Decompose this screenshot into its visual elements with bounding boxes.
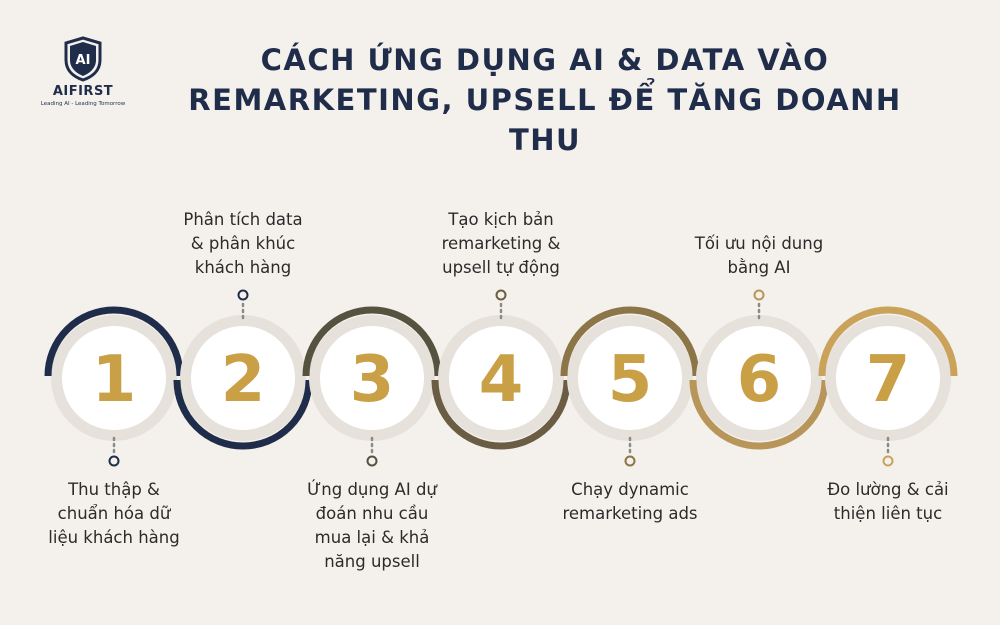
step-7-marker [882, 455, 894, 467]
page-title: CÁCH ỨNG DỤNG AI & DATA VÀO REMARKETING,… [160, 40, 930, 160]
step-7-disc [836, 326, 940, 430]
step-5-label-line: remarketing ads [562, 504, 698, 523]
step-6-label: Tối ưu nội dung bằng AI [674, 232, 844, 280]
step-1-disc [62, 326, 166, 430]
step-3-arc [302, 306, 442, 377]
step-2-label-line: & phân khúc [190, 234, 296, 253]
step-4-arc [431, 379, 571, 450]
step-3-label: Ứng dụng AI dự đoán nhu cầu mua lại & khả n… [287, 478, 457, 574]
step-7-number: 7 [866, 343, 911, 417]
brand-logo: AI AIFIRST Leading AI - Leading Tomorrow [38, 36, 128, 107]
brand-tagline: Leading AI - Leading Tomorrow [40, 101, 126, 107]
step-2-marker [237, 289, 249, 301]
step-5-number: 5 [608, 343, 653, 417]
step-2-disc [191, 326, 295, 430]
step-4-label-line: upsell tự động [442, 258, 560, 277]
step-6-disc [707, 326, 811, 430]
step-3-disc [320, 326, 424, 430]
title-line-2: REMARKETING, UPSELL ĐỂ TĂNG DOANH THU [188, 83, 902, 157]
step-1-marker [108, 455, 120, 467]
step-3-label-line: mua lại & khả [314, 528, 430, 547]
step-3-number: 3 [350, 343, 395, 417]
step-1-label-line: liệu khách hàng [48, 528, 180, 547]
brand-name: AIFIRST [52, 84, 114, 99]
step-6-label-line: Tối ưu nội dung [694, 234, 824, 253]
step-3-label-line: năng upsell [324, 552, 420, 571]
step-7-label: Đo lường & cải thiện liên tục [803, 478, 973, 526]
step-2-number: 2 [221, 343, 266, 417]
step-4-label-line: Tạo kịch bản [448, 210, 554, 229]
step-5-label: Chạy dynamic remarketing ads [545, 478, 715, 526]
step-6-marker [753, 289, 765, 301]
step-7-label-line: Đo lường & cải [827, 480, 949, 499]
step-4-label: Tạo kịch bản remarketing & upsell tự động [416, 208, 586, 280]
step-3-label-line: đoán nhu cầu [315, 504, 429, 523]
step-5-arc [560, 306, 700, 377]
shield-logo-icon: AI [64, 36, 102, 82]
step-1-label-line: Thu thập & [68, 480, 160, 499]
step-1-label-line: chuẩn hóa dữ [57, 504, 171, 523]
step-4-label-line: remarketing & [441, 234, 561, 253]
step-2-arc [173, 379, 313, 450]
step-2-label-line: khách hàng [194, 258, 292, 277]
step-4-disc [449, 326, 553, 430]
step-5-disc [578, 326, 682, 430]
step-3-marker [366, 455, 378, 467]
step-6-number: 6 [737, 343, 782, 417]
step-2-label-line: Phân tích data [183, 210, 303, 229]
step-1-arc [44, 306, 184, 377]
step-5-label-line: Chạy dynamic [571, 480, 689, 499]
step-1-number: 1 [92, 343, 137, 417]
step-6-label-line: bằng AI [727, 258, 791, 277]
step-4-marker [495, 289, 507, 301]
step-4-number: 4 [479, 343, 524, 417]
step-6-arc [689, 379, 829, 450]
step-3-label-line: Ứng dụng AI dự [307, 480, 437, 499]
step-7-arc [818, 306, 958, 377]
step-2-label: Phân tích data & phân khúc khách hàng [158, 208, 328, 280]
step-5-marker [624, 455, 636, 467]
step-7-label-line: thiện liên tục [833, 504, 943, 523]
logo-mark: AI [76, 53, 91, 68]
step-1-label: Thu thập & chuẩn hóa dữ liệu khách hàng [29, 478, 199, 550]
title-line-1: CÁCH ỨNG DỤNG AI & DATA VÀO [260, 43, 830, 77]
